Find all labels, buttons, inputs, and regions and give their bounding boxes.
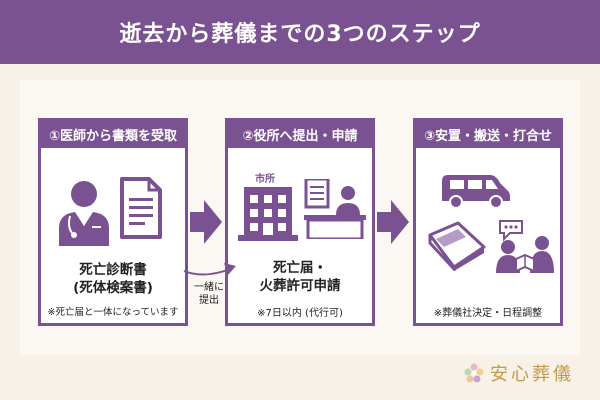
step-2-title-line2: 火葬許可申請 — [259, 278, 341, 294]
city-hall-icon — [238, 187, 298, 241]
arrow-right-icon — [377, 200, 409, 244]
step-1-note: ※死亡届と一体になっています — [47, 307, 179, 318]
futon-bed-icon — [428, 221, 486, 271]
step-3-note: ※葬儀社決定・日程調整 — [433, 308, 543, 319]
connector-label-line1: 一緒に — [194, 282, 224, 293]
flower-icon — [464, 363, 484, 383]
step-1-title-line2: (死体検案書) — [73, 280, 153, 296]
hearse-van-icon — [442, 175, 510, 209]
step-2-title-line1: 死亡届・ — [273, 260, 327, 276]
header-banner: 逝去から葬儀までの3つのステップ — [0, 0, 600, 64]
step-card-3: ③安置・搬送・打合せ ※葬儀社決定・日程調整 — [413, 118, 563, 326]
logo: 安心葬儀 — [464, 360, 574, 386]
step-1-heading: ①医師から書類を受取 — [41, 121, 185, 148]
step-card-2: ②役所へ提出・申請 市所 死亡届・ 火葬許可申請 ※7日以内 (代行可) — [225, 118, 375, 326]
step-card-1: ①医師から書類を受取 死亡診断書 (死体検案書) ※死亡届と一体になっています — [38, 118, 188, 326]
connector-label: 一緒に 提出 — [194, 281, 224, 307]
meeting-people-icon — [496, 220, 554, 273]
connector-label-line2: 提出 — [199, 295, 219, 306]
clerk-desk-icon — [304, 179, 366, 239]
step-1-title-line1: 死亡診断書 — [79, 262, 147, 278]
building-sign: 市所 — [254, 170, 276, 185]
step-2-heading: ②役所へ提出・申請 — [228, 121, 372, 148]
page-title: 逝去から葬儀までの3つのステップ — [119, 22, 481, 47]
doctor-icon — [59, 181, 109, 246]
curved-arrow-icon — [183, 263, 236, 276]
logo-text: 安心葬儀 — [490, 364, 574, 385]
arrow-right-icon — [190, 200, 222, 244]
document-icon — [120, 177, 162, 239]
step-2-note: ※7日以内 (代行可) — [257, 308, 343, 319]
step-3-heading: ③安置・搬送・打合せ — [416, 121, 560, 148]
